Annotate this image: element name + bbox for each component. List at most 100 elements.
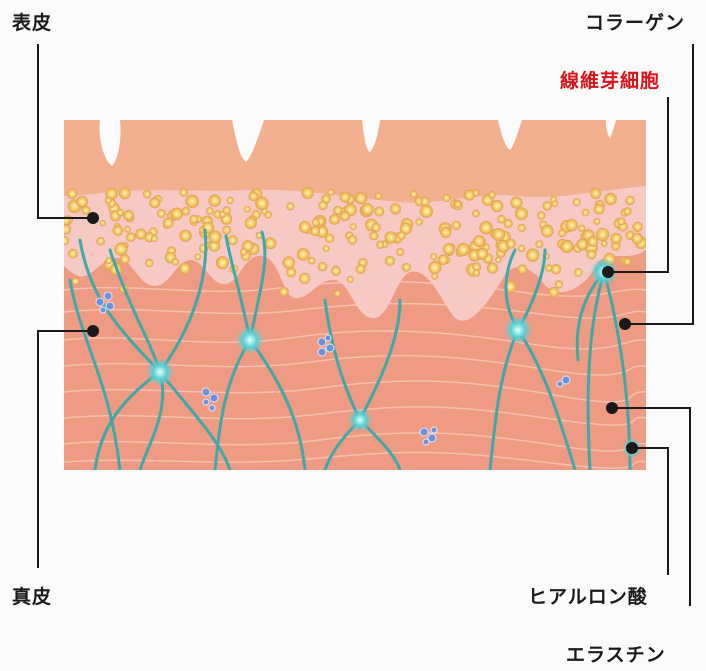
epidermal-cell <box>209 195 221 207</box>
epidermal-cell <box>299 273 310 284</box>
epidermal-cell <box>416 219 423 226</box>
epidermal-cell <box>390 204 401 215</box>
epidermal-cell <box>561 240 574 253</box>
elastin-label: エラスチン <box>566 646 666 665</box>
epidermal-cell <box>477 248 488 259</box>
epidermal-cell <box>299 221 311 233</box>
epidermal-cell <box>318 262 327 271</box>
epidermal-cell <box>347 276 353 282</box>
epidermal-cell <box>180 230 192 242</box>
epidermal-cell <box>491 200 503 212</box>
epidermal-cell <box>72 278 79 285</box>
epidermal-cell <box>633 222 643 232</box>
epidermal-cell <box>355 192 367 204</box>
epidermal-cell <box>240 248 247 255</box>
epidermal-cell <box>566 219 578 231</box>
epidermal-cell <box>334 290 340 296</box>
epidermal-cell <box>454 201 461 208</box>
epidermal-cell <box>618 218 626 226</box>
epidermal-cell <box>536 241 543 248</box>
collagen-dot <box>619 318 631 330</box>
epidermal-cell <box>105 197 111 203</box>
epidermal-cell <box>265 238 276 249</box>
epidermal-cell <box>624 208 632 216</box>
epidermal-cell <box>573 198 580 205</box>
epidermal-cell <box>100 220 106 226</box>
epidermal-cell <box>206 207 213 214</box>
epidermal-cell <box>430 253 437 260</box>
epidermal-cell <box>370 232 378 240</box>
epidermal-cell <box>115 243 128 256</box>
epidermal-cell <box>375 207 384 216</box>
epidermal-cell <box>457 243 470 256</box>
elastin-dot <box>626 442 638 454</box>
epidermal-cell <box>594 218 600 224</box>
epidermal-cell <box>587 250 596 259</box>
epidermal-cell <box>329 214 339 224</box>
epidermal-cell <box>588 236 598 246</box>
epidermis-dot <box>87 212 99 224</box>
epidermal-cell <box>611 233 622 244</box>
epidermal-cell <box>245 217 257 229</box>
epidermal-cell <box>216 257 229 270</box>
fibroblast-label: 線維芽細胞 <box>560 72 660 91</box>
epidermal-cell <box>472 210 479 217</box>
epidermal-cell <box>591 188 601 198</box>
epidermal-cell <box>186 195 199 208</box>
epidermal-cell <box>61 224 71 234</box>
epidermal-cell <box>283 257 295 269</box>
epidermal-cell <box>543 201 552 210</box>
dermis-dot <box>87 325 99 337</box>
collagen-label: コラーゲン <box>585 14 685 33</box>
epidermal-cell <box>312 219 319 226</box>
epidermal-cell <box>325 234 334 243</box>
epidermal-cell <box>151 236 157 242</box>
epidermal-cell <box>551 264 561 274</box>
epidermal-cell <box>286 268 296 278</box>
epidermis-label: 表皮 <box>12 14 52 33</box>
epidermal-cell <box>541 225 553 237</box>
epidermal-cell <box>297 248 309 260</box>
epidermal-cell <box>473 235 484 246</box>
epidermal-cell <box>518 245 525 252</box>
epidermal-cell <box>256 197 269 210</box>
epidermal-cell <box>265 212 272 219</box>
epidermal-cell <box>632 233 643 244</box>
epidermal-cell <box>143 190 151 198</box>
epidermal-cell <box>119 188 130 199</box>
epidermal-cell <box>545 265 552 272</box>
epidermal-cell <box>558 230 565 237</box>
epidermal-cell <box>480 221 493 234</box>
epidermal-cell <box>182 207 190 215</box>
epidermal-cell <box>150 198 160 208</box>
epidermal-cell <box>410 191 417 198</box>
epidermal-cell <box>511 197 523 209</box>
epidermal-cell <box>375 193 382 200</box>
epidermal-cell <box>385 256 395 266</box>
epidermal-cell <box>356 265 365 274</box>
epidermal-cell <box>348 235 357 244</box>
epidermal-cell <box>195 254 201 260</box>
epidermal-cell <box>220 211 226 217</box>
epidermal-cell <box>302 187 314 199</box>
epidermal-cell <box>464 190 475 201</box>
epidermal-cell <box>209 231 221 243</box>
epidermal-cell <box>136 229 147 240</box>
epidermal-cell <box>125 226 131 232</box>
hyaluronic-dot <box>606 402 618 414</box>
fibroblast-dot <box>602 266 614 278</box>
epidermal-cell <box>396 248 403 255</box>
epidermal-cell <box>97 237 105 245</box>
epidermal-cell <box>506 239 516 249</box>
epidermal-cell <box>124 210 134 220</box>
epidermal-cell <box>443 243 454 254</box>
epidermal-cell <box>549 287 559 297</box>
epidermal-cell <box>452 221 461 230</box>
epidermal-cell <box>421 197 430 206</box>
epidermal-cell <box>308 257 315 264</box>
epidermal-cell <box>287 203 295 211</box>
epidermal-cell <box>117 209 124 216</box>
epidermal-cell <box>172 259 179 266</box>
